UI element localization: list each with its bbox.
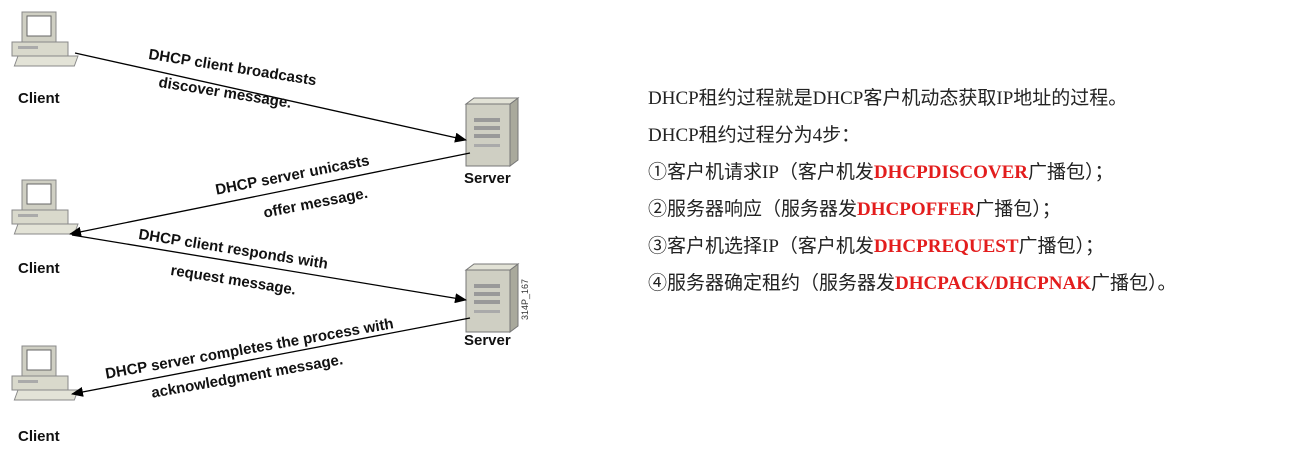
- explanation-text: DHCP租约过程就是DHCP客户机动态获取IP地址的过程。 DHCP租约过程分为…: [648, 80, 1288, 302]
- server-icon: [465, 263, 519, 333]
- client-label: Client: [18, 428, 60, 445]
- step-line: ③客户机选择IP（客户机发DHCPREQUEST广播包）；: [648, 228, 1288, 265]
- dhcp-diagram: Client Client Client Server Server 314P_…: [0, 0, 620, 471]
- request-arrow: [71, 234, 467, 304]
- discover-arrow: [74, 52, 467, 143]
- client-label: Client: [18, 90, 60, 107]
- ack-arrow: [71, 317, 471, 397]
- server-icon: [465, 97, 519, 167]
- server-label: Server: [464, 332, 511, 349]
- step-text: 广播包）。: [1090, 273, 1177, 294]
- step-highlight: DHCPREQUEST: [873, 236, 1019, 257]
- step-text: 广播包）；: [1018, 236, 1105, 257]
- client-computer-icon: [11, 11, 79, 67]
- step-text: ②服务器响应（服务器发: [648, 199, 858, 220]
- figure-code: 314P_167: [520, 278, 530, 320]
- steps-heading: DHCP租约过程分为4步：: [648, 125, 861, 146]
- offer-arrow: [69, 152, 471, 237]
- step-line: ④服务器确定租约（服务器发DHCPACK/DHCPNAK广播包）。: [648, 265, 1288, 302]
- step-highlight: DHCPACK/DHCPNAK: [895, 273, 1091, 294]
- step-text: ③客户机选择IP（客户机发: [648, 236, 874, 257]
- step-highlight: DHCPDISCOVER: [873, 162, 1029, 183]
- step-line: ②服务器响应（服务器发DHCPOFFER广播包）；: [648, 191, 1288, 228]
- client-computer-icon: [11, 345, 79, 401]
- diagram-canvas: [11, 11, 519, 401]
- step-line: ①客户机请求IP（客户机发DHCPDISCOVER广播包）；: [648, 154, 1288, 191]
- intro-line: DHCP租约过程就是DHCP客户机动态获取IP地址的过程。: [648, 88, 1128, 109]
- step-text: ①客户机请求IP（客户机发: [648, 162, 874, 183]
- step-text: ④服务器确定租约（服务器发: [648, 273, 896, 294]
- server-label: Server: [464, 170, 511, 187]
- step-highlight: DHCPOFFER: [857, 199, 976, 220]
- client-label: Client: [18, 260, 60, 277]
- step-text: 广播包）；: [1028, 162, 1114, 183]
- client-computer-icon: [11, 179, 79, 235]
- step-text: 广播包）；: [975, 199, 1061, 220]
